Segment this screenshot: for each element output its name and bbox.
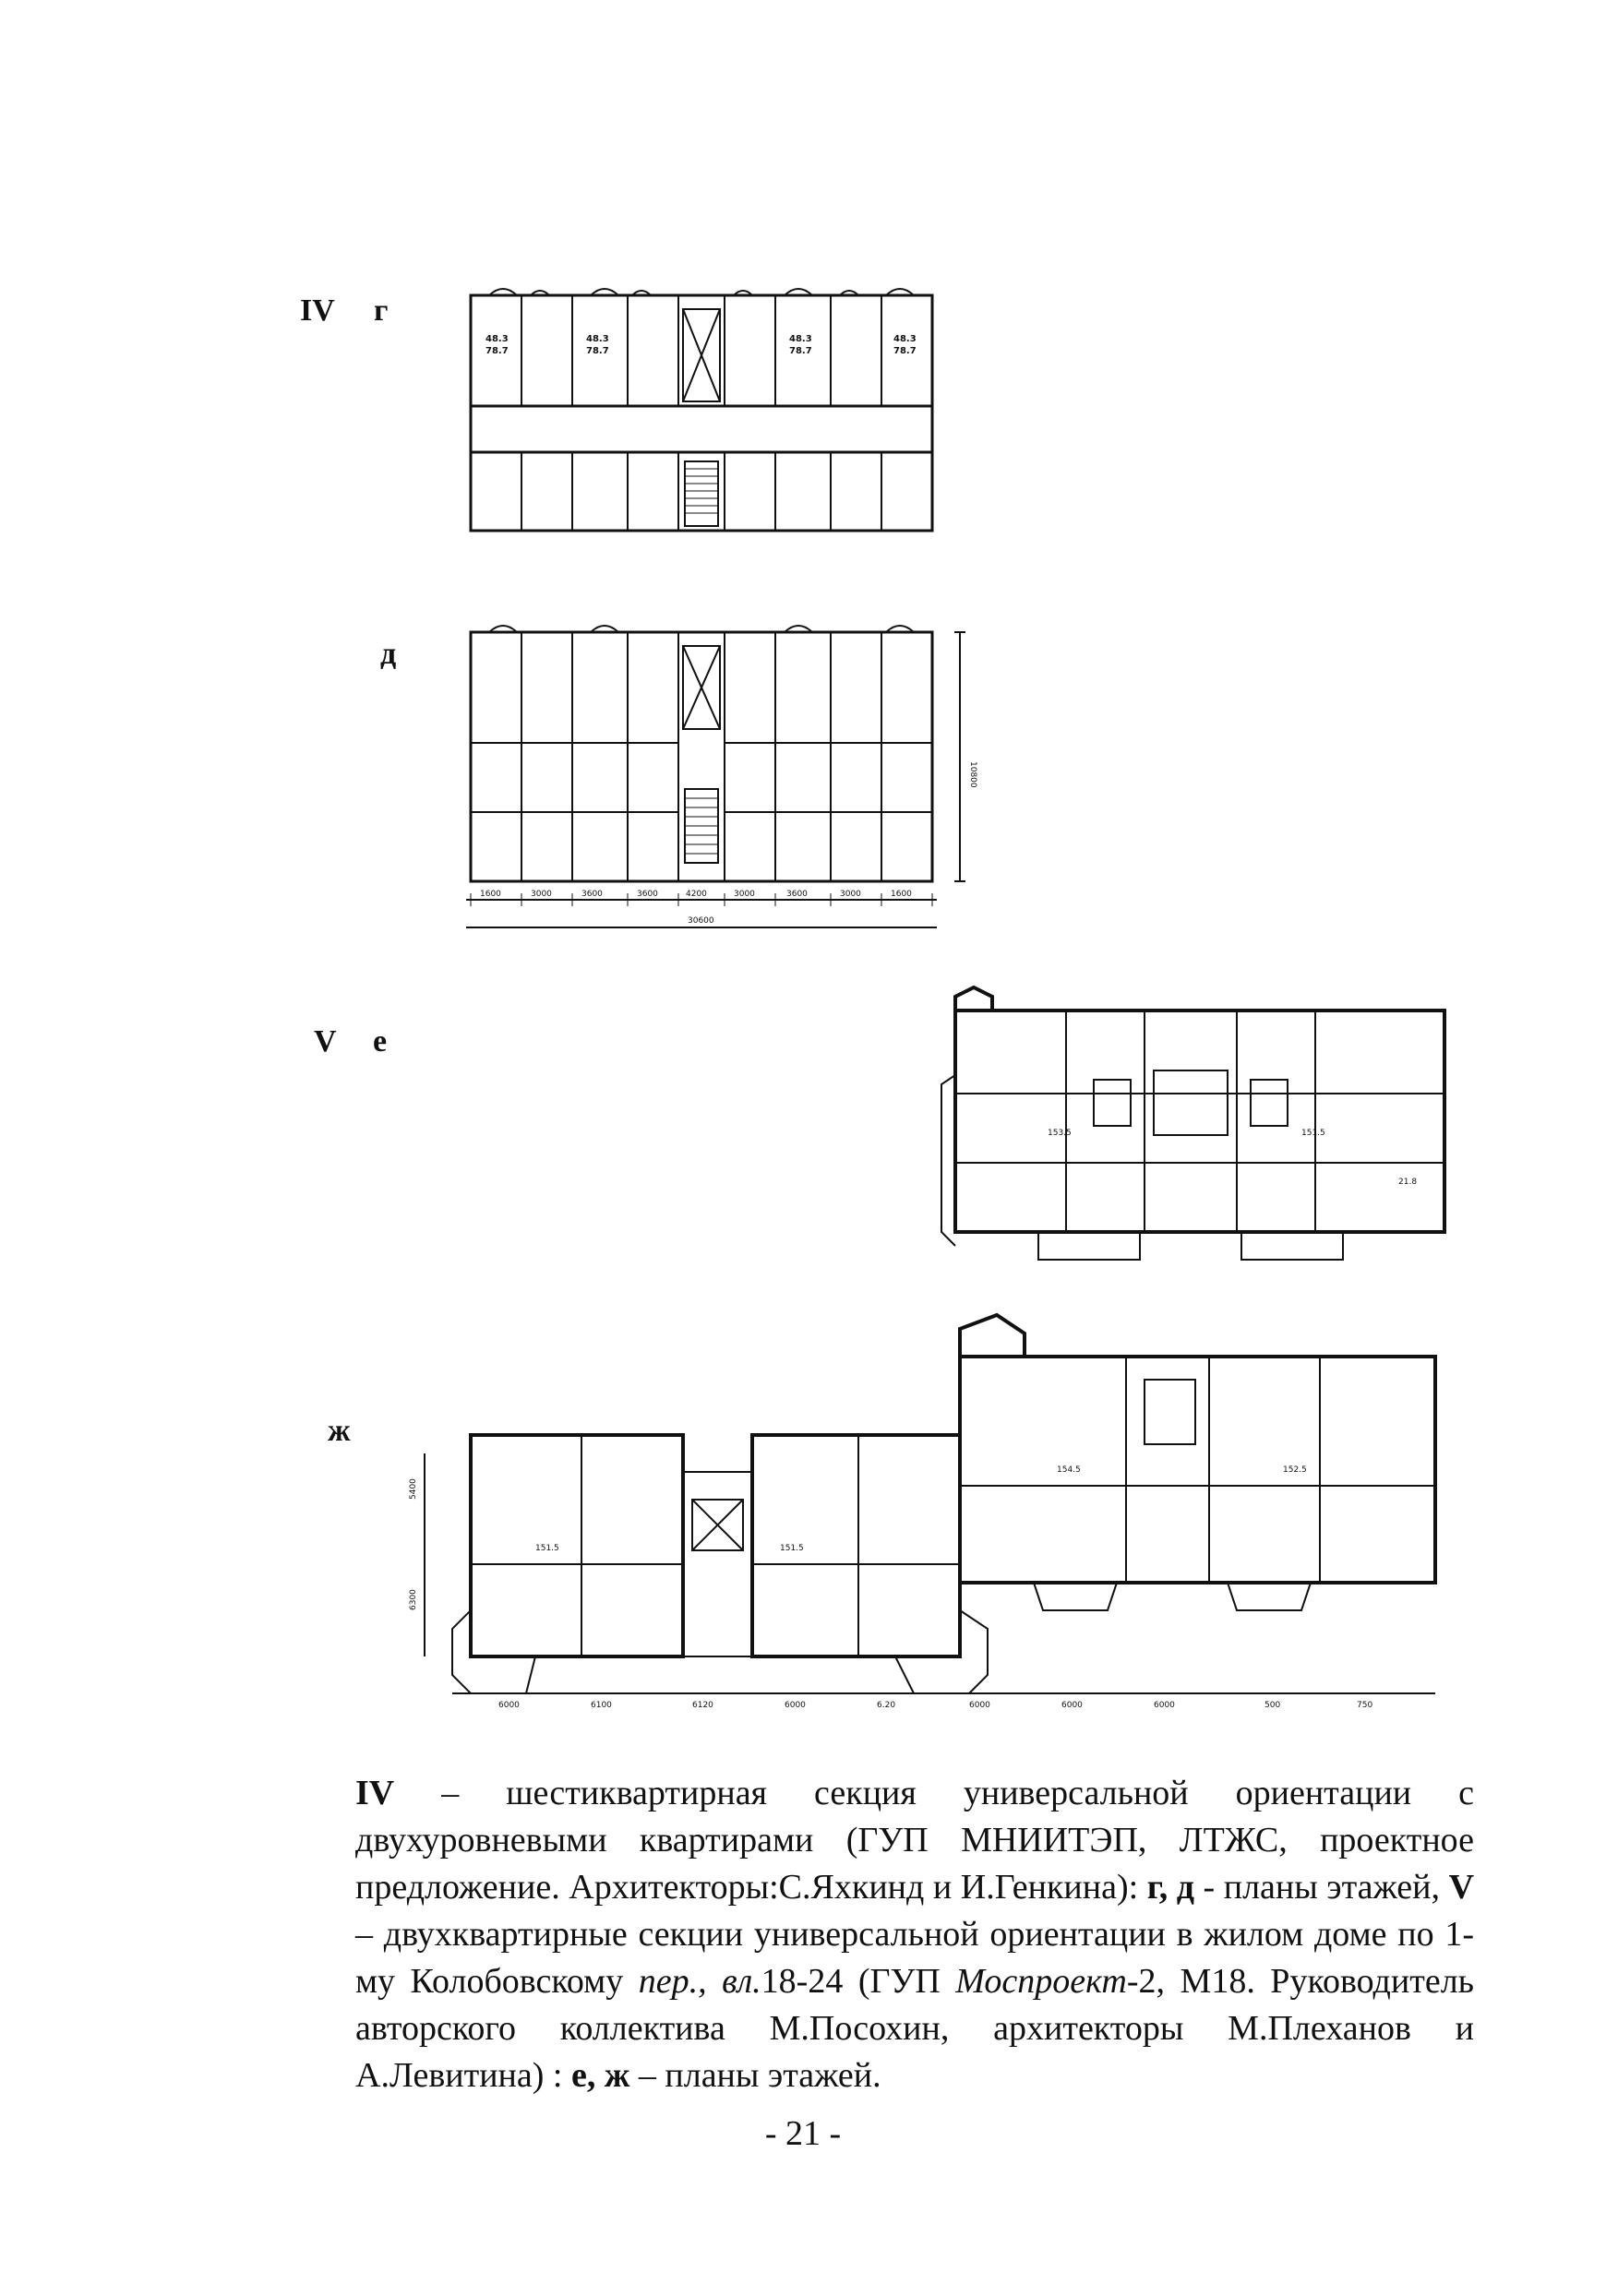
caption-iv-text: – шестиквартирная секция универсальной о… [355, 1774, 1474, 1907]
dimension-label: 3600 [581, 890, 603, 899]
area-label: 154.5 [1057, 1465, 1081, 1475]
caption-iv-plans-label: г, д [1146, 1868, 1194, 1907]
dimension-label: 3600 [786, 890, 808, 899]
caption-v-text-3: -2, М18. Руководитель авторского коллект… [355, 1962, 1474, 2095]
floor-plan-d: 1600 3000 3600 3600 4200 3000 3600 3000 … [452, 614, 997, 964]
caption-v-plans-label: е, ж [570, 2056, 630, 2095]
dimension-label: 750 [1357, 1701, 1372, 1710]
section-label-v: V [314, 1024, 337, 1058]
dimension-label: 3000 [734, 890, 755, 899]
area-label: 151.5 [1301, 1129, 1325, 1138]
caption-v-plans-text: – планы этажей. [629, 2056, 881, 2095]
dimension-label: 6100 [591, 1701, 612, 1710]
floor-plan-g: 48.3 78.7 48.3 78.7 48.3 78.7 48.3 78.7 [452, 268, 951, 554]
dimension-label: 6.20 [877, 1701, 895, 1710]
plan-label-e: е [373, 1024, 388, 1058]
area-label: 78.7 [893, 346, 917, 356]
dimension-label: 6000 [1154, 1701, 1175, 1710]
dimension-label: 4200 [686, 890, 707, 899]
dimension-label: 6000 [785, 1701, 806, 1710]
area-label: 48.3 [789, 334, 812, 344]
dimension-label: 3600 [637, 890, 658, 899]
dimension-label: 3000 [840, 890, 861, 899]
side-dimension-label: 5400 [409, 1478, 418, 1500]
dimension-label: 6000 [498, 1701, 520, 1710]
area-label: 21.8 [1398, 1178, 1417, 1187]
dimension-label: 6000 [1061, 1701, 1083, 1710]
dimension-label: 1600 [891, 890, 912, 899]
area-label: 48.3 [893, 334, 917, 344]
caption-iv-plans-text: - планы этажей, [1193, 1868, 1441, 1907]
area-label: 78.7 [485, 346, 509, 356]
plan-label-g: г [374, 293, 389, 328]
dimension-label: 1600 [480, 890, 501, 899]
side-dimension-label: 6300 [409, 1589, 418, 1610]
caption-v-italic-2: Моспроект [955, 1962, 1127, 2001]
area-label: 153.5 [1048, 1129, 1072, 1138]
area-label: 151.5 [780, 1544, 804, 1553]
area-label: 78.7 [789, 346, 812, 356]
caption-iv-label: IV [355, 1774, 395, 1812]
dimension-label: 6120 [692, 1701, 713, 1710]
height-dimension-label: 10800 [968, 761, 977, 788]
dimension-label: 3000 [531, 890, 552, 899]
area-label: 152.5 [1283, 1465, 1307, 1475]
dimension-label: 6000 [969, 1701, 990, 1710]
section-label-iv: IV [300, 293, 335, 328]
total-dimension-label: 30600 [688, 916, 714, 926]
caption-v-text-1: – двухквартирные секции универсальной ор… [355, 1915, 1474, 2001]
caption-v-italic: пер., вл. [638, 1962, 761, 2001]
page-number: - 21 - [764, 2114, 842, 2153]
caption-v-label: V [1448, 1868, 1475, 1907]
plan-label-zh: ж [328, 1414, 351, 1448]
dimension-label: 500 [1264, 1701, 1280, 1710]
figure-caption: IV – шестиквартирная секция универсально… [355, 1770, 1474, 2099]
area-label: 48.3 [586, 334, 609, 344]
area-label: 151.5 [535, 1544, 559, 1553]
floor-plan-zh: 151.5 151.5 154.5 152.5 6000 6100 6120 6… [397, 1287, 1458, 1721]
area-label: 78.7 [586, 346, 609, 356]
area-label: 48.3 [485, 334, 509, 344]
floor-plan-e: 153.5 151.5 21.8 [928, 983, 1454, 1287]
plan-label-d: д [380, 637, 397, 671]
caption-v-text-2: 18-24 (ГУП [761, 1962, 956, 2001]
